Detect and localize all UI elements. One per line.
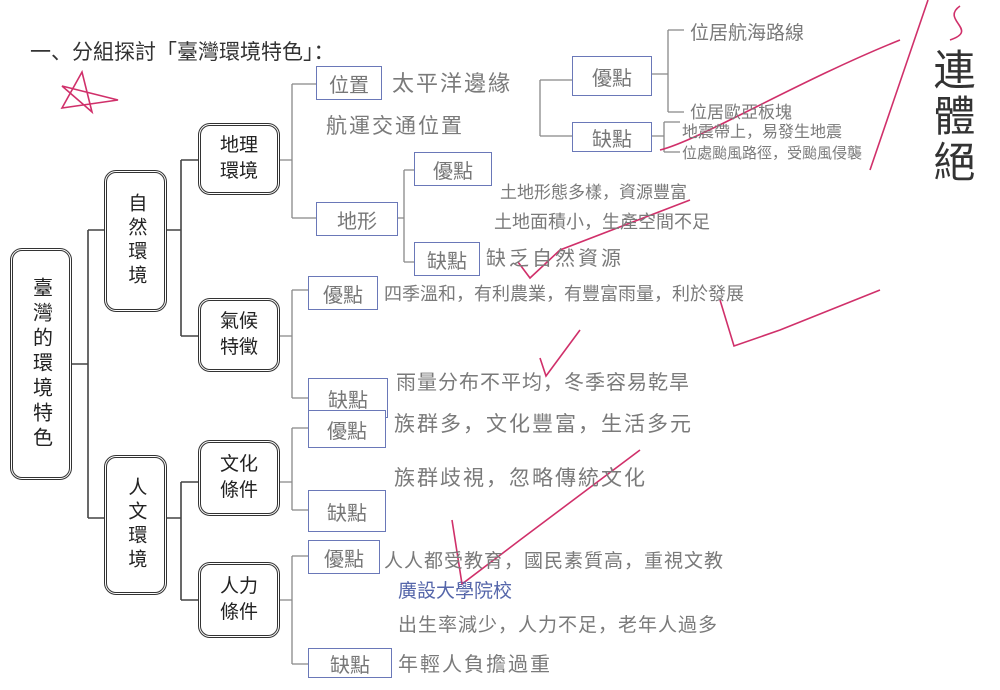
connector-geography (280, 83, 316, 219)
connector-natural (167, 159, 198, 337)
hw-manpower-dis-2: 年輕人負擔過重 (398, 652, 552, 676)
label-position: 位置 (316, 66, 382, 100)
connector-position (539, 79, 572, 137)
node-geography: 地理 環境 (198, 123, 280, 195)
red-check-1 (659, 39, 901, 151)
label-terrain: 地形 (316, 202, 398, 236)
node-climate-label: 氣候 特徵 (219, 310, 258, 358)
branch-human: 人文環境 (104, 455, 167, 595)
hw-pos-dis-3: 位處颱風路徑，受颱風侵襲 (682, 144, 863, 162)
connector-pos-adv (652, 29, 684, 113)
label-climate-adv: 優點 (308, 276, 378, 310)
connector-human (167, 481, 198, 601)
label-pos-adv: 優點 (572, 56, 652, 96)
node-manpower: 人力 條件 (198, 562, 280, 638)
hw-culture-dis: 族群歧視，忽略傳統文化 (394, 466, 647, 490)
red-check-5 (451, 449, 641, 586)
hw-climate-adv: 四季溫和，有利農業，有豐富雨量，利於發展 (384, 284, 744, 305)
hw-pos-dis-1: 位居歐亞板塊 (690, 103, 792, 123)
branch-natural: 自然環境 (104, 170, 167, 312)
label-terrain-adv: 優點 (414, 152, 492, 186)
label-culture-adv: 優點 (308, 410, 386, 448)
label-culture-dis: 缺點 (308, 490, 386, 532)
red-check-3 (719, 289, 881, 348)
red-star-mark (60, 69, 119, 115)
hw-position-2: 航運交通位置 (326, 114, 464, 138)
red-scribble-top (949, 5, 963, 41)
connector-terrain (398, 169, 414, 263)
hw-pos-dis-2: 地震帶上，易發生地震 (682, 122, 843, 141)
hw-pos-adv: 位居航海路線 (690, 22, 805, 44)
red-check-2 (517, 199, 691, 280)
page-title: 一、分組探討「臺灣環境特色」： (30, 40, 335, 64)
hw-manpower-adv-2: 廣設大學院校 (398, 580, 513, 602)
node-climate: 氣候 特徵 (198, 298, 280, 372)
node-geography-label: 地理 環境 (219, 134, 258, 182)
root-node: 臺灣的環境特色 (10, 248, 72, 480)
red-slash-top (869, 0, 929, 171)
node-culture-label: 文化 條件 (219, 453, 258, 501)
hw-terrain-adv-2: 土地面積小，生產空間不足 (494, 212, 710, 233)
connector-culture (280, 427, 308, 511)
node-culture: 文化 條件 (198, 440, 280, 516)
hw-culture-adv: 族群多，文化豐富，生活多元 (394, 412, 693, 436)
hw-terrain-adv-1: 土地形態多樣，資源豐富 (500, 183, 687, 203)
label-terrain-dis: 缺點 (414, 242, 480, 276)
hw-climate-dis: 雨量分布不平均，冬季容易乾旱 (396, 370, 690, 394)
red-check-4 (539, 329, 581, 378)
connector-climate (280, 289, 308, 399)
label-manpower-adv: 優點 (308, 540, 380, 574)
connector-manpower (280, 555, 308, 665)
label-manpower-dis: 缺點 (308, 648, 392, 678)
hw-manpower-adv-1: 人人都受教育，國民素質高，重視文教 (384, 550, 725, 572)
hw-manpower-dis-1: 出生率減少，人力不足，老年人過多 (398, 614, 719, 636)
connector-pos-dis (652, 121, 680, 153)
hw-terrain-dis: 缺乏自然資源 (486, 246, 624, 270)
node-manpower-label: 人力 條件 (219, 575, 258, 623)
label-pos-dis: 缺點 (572, 122, 652, 152)
connector-root (72, 229, 104, 519)
margin-note: 連體絕 (927, 48, 976, 186)
hw-position-1: 太平洋邊緣 (392, 72, 513, 97)
